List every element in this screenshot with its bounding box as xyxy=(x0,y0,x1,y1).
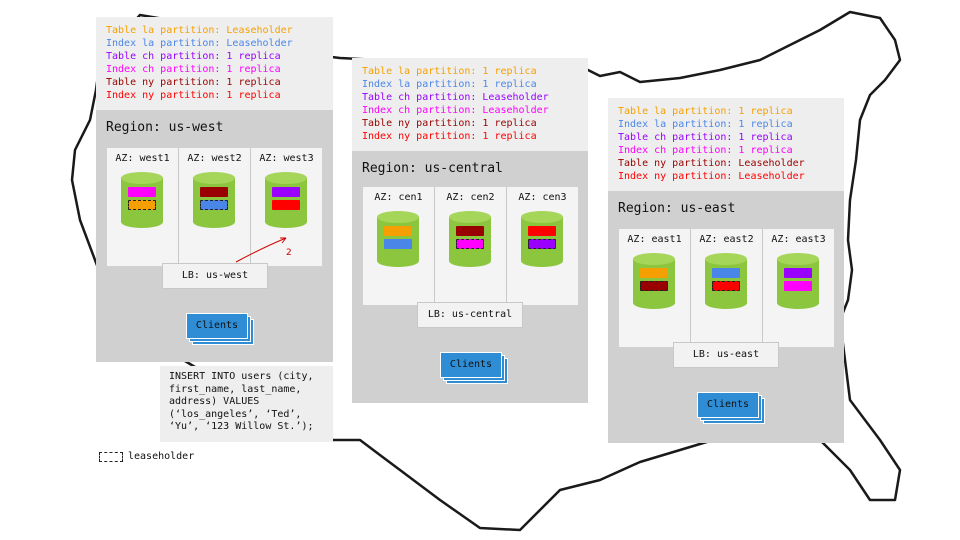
leaseholder-replica xyxy=(456,239,484,249)
legend-line: Table ny partition: Leaseholder xyxy=(618,158,805,169)
legend-line: Index la partition: 1 replica xyxy=(618,119,793,130)
leaseholder-key: leaseholder xyxy=(99,451,194,462)
legend-line: Table la partition: 1 replica xyxy=(362,66,537,77)
legend-line: Table la partition: Leaseholder xyxy=(106,25,293,36)
legend-line: Table ch partition: Leaseholder xyxy=(362,92,549,103)
leaseholder-key-label: leaseholder xyxy=(128,451,195,462)
clients-stack: Clients xyxy=(697,392,765,424)
az-label: AZ: cen2 xyxy=(446,192,495,203)
replica xyxy=(640,268,668,278)
legend-line: Table la partition: 1 replica xyxy=(618,106,793,117)
database-node-icon xyxy=(377,211,419,267)
leaseholder-replica xyxy=(128,200,156,210)
az-row: AZ: east1 AZ: east2 AZ: east3 xyxy=(619,229,834,347)
availability-zone: AZ: cen3 xyxy=(507,187,578,305)
availability-zone: AZ: cen2 xyxy=(435,187,507,305)
legend-line: Table ny partition: 1 replica xyxy=(362,118,537,129)
leaseholder-replica xyxy=(712,281,740,291)
legend-line: Table ch partition: 1 replica xyxy=(618,132,793,143)
clients-label: Clients xyxy=(697,392,759,418)
replica xyxy=(128,187,156,197)
az-label: AZ: cen3 xyxy=(518,192,567,203)
load-balancer: LB: us-central xyxy=(417,302,523,328)
region-title: Region: us-central xyxy=(362,161,503,176)
clients-label: Clients xyxy=(440,352,502,378)
availability-zone: AZ: west1 xyxy=(107,148,179,266)
az-label: AZ: west1 xyxy=(115,153,170,164)
load-balancer: LB: us-east xyxy=(673,342,779,368)
legend-line: Index ny partition: 1 replica xyxy=(362,131,537,142)
database-node-icon xyxy=(633,253,675,309)
database-node-icon xyxy=(777,253,819,309)
availability-zone: AZ: cen1 xyxy=(363,187,435,305)
leaseholder-replica xyxy=(200,200,228,210)
sql-statement: INSERT INTO users (city, first_name, las… xyxy=(160,366,333,442)
replica xyxy=(712,268,740,278)
az-label: AZ: east1 xyxy=(627,234,682,245)
availability-zone: AZ: west3 xyxy=(251,148,322,266)
legend-line: Index ch partition: 1 replica xyxy=(106,64,281,75)
legend-line: Index la partition: 1 replica xyxy=(362,79,537,90)
database-node-icon xyxy=(121,172,163,228)
replica xyxy=(384,226,412,236)
az-label: AZ: east2 xyxy=(699,234,754,245)
replica xyxy=(200,187,228,197)
az-row: AZ: cen1 AZ: cen2 AZ: cen3 xyxy=(363,187,578,305)
az-label: AZ: west3 xyxy=(259,153,314,164)
clients-stack: Clients xyxy=(186,313,254,345)
az-label: AZ: cen1 xyxy=(374,192,423,203)
replica xyxy=(784,281,812,291)
database-node-icon xyxy=(265,172,307,228)
replica xyxy=(456,226,484,236)
az-label: AZ: east3 xyxy=(771,234,826,245)
region-title: Region: us-east xyxy=(618,201,736,216)
arrow-step-label: 2 xyxy=(286,248,292,258)
replica xyxy=(784,268,812,278)
leaseholder-replica xyxy=(640,281,668,291)
clients-stack: Clients xyxy=(440,352,508,384)
replica xyxy=(528,226,556,236)
database-node-icon xyxy=(521,211,563,267)
clients-label: Clients xyxy=(186,313,248,339)
database-node-icon xyxy=(705,253,747,309)
legend-line: Index ch partition: Leaseholder xyxy=(362,105,549,116)
availability-zone: AZ: west2 xyxy=(179,148,251,266)
replica xyxy=(272,187,300,197)
dashed-box-icon xyxy=(99,451,123,462)
availability-zone: AZ: east1 xyxy=(619,229,691,347)
availability-zone: AZ: east3 xyxy=(763,229,834,347)
database-node-icon xyxy=(193,172,235,228)
az-row: AZ: west1 AZ: west2 AZ: west3 xyxy=(107,148,322,266)
az-label: AZ: west2 xyxy=(187,153,242,164)
legend-line: Table ch partition: 1 replica xyxy=(106,51,281,62)
legend-line: Index ny partition: 1 replica xyxy=(106,90,281,101)
replica xyxy=(272,200,300,210)
database-node-icon xyxy=(449,211,491,267)
legend-line: Index la partition: Leaseholder xyxy=(106,38,293,49)
replica xyxy=(384,239,412,249)
leaseholder-replica xyxy=(528,239,556,249)
legend-line: Index ny partition: Leaseholder xyxy=(618,171,805,182)
legend-line: Table ny partition: 1 replica xyxy=(106,77,281,88)
load-balancer: LB: us-west xyxy=(162,263,268,289)
availability-zone: AZ: east2 xyxy=(691,229,763,347)
legend-line: Index ch partition: 1 replica xyxy=(618,145,793,156)
region-title: Region: us-west xyxy=(106,120,224,135)
